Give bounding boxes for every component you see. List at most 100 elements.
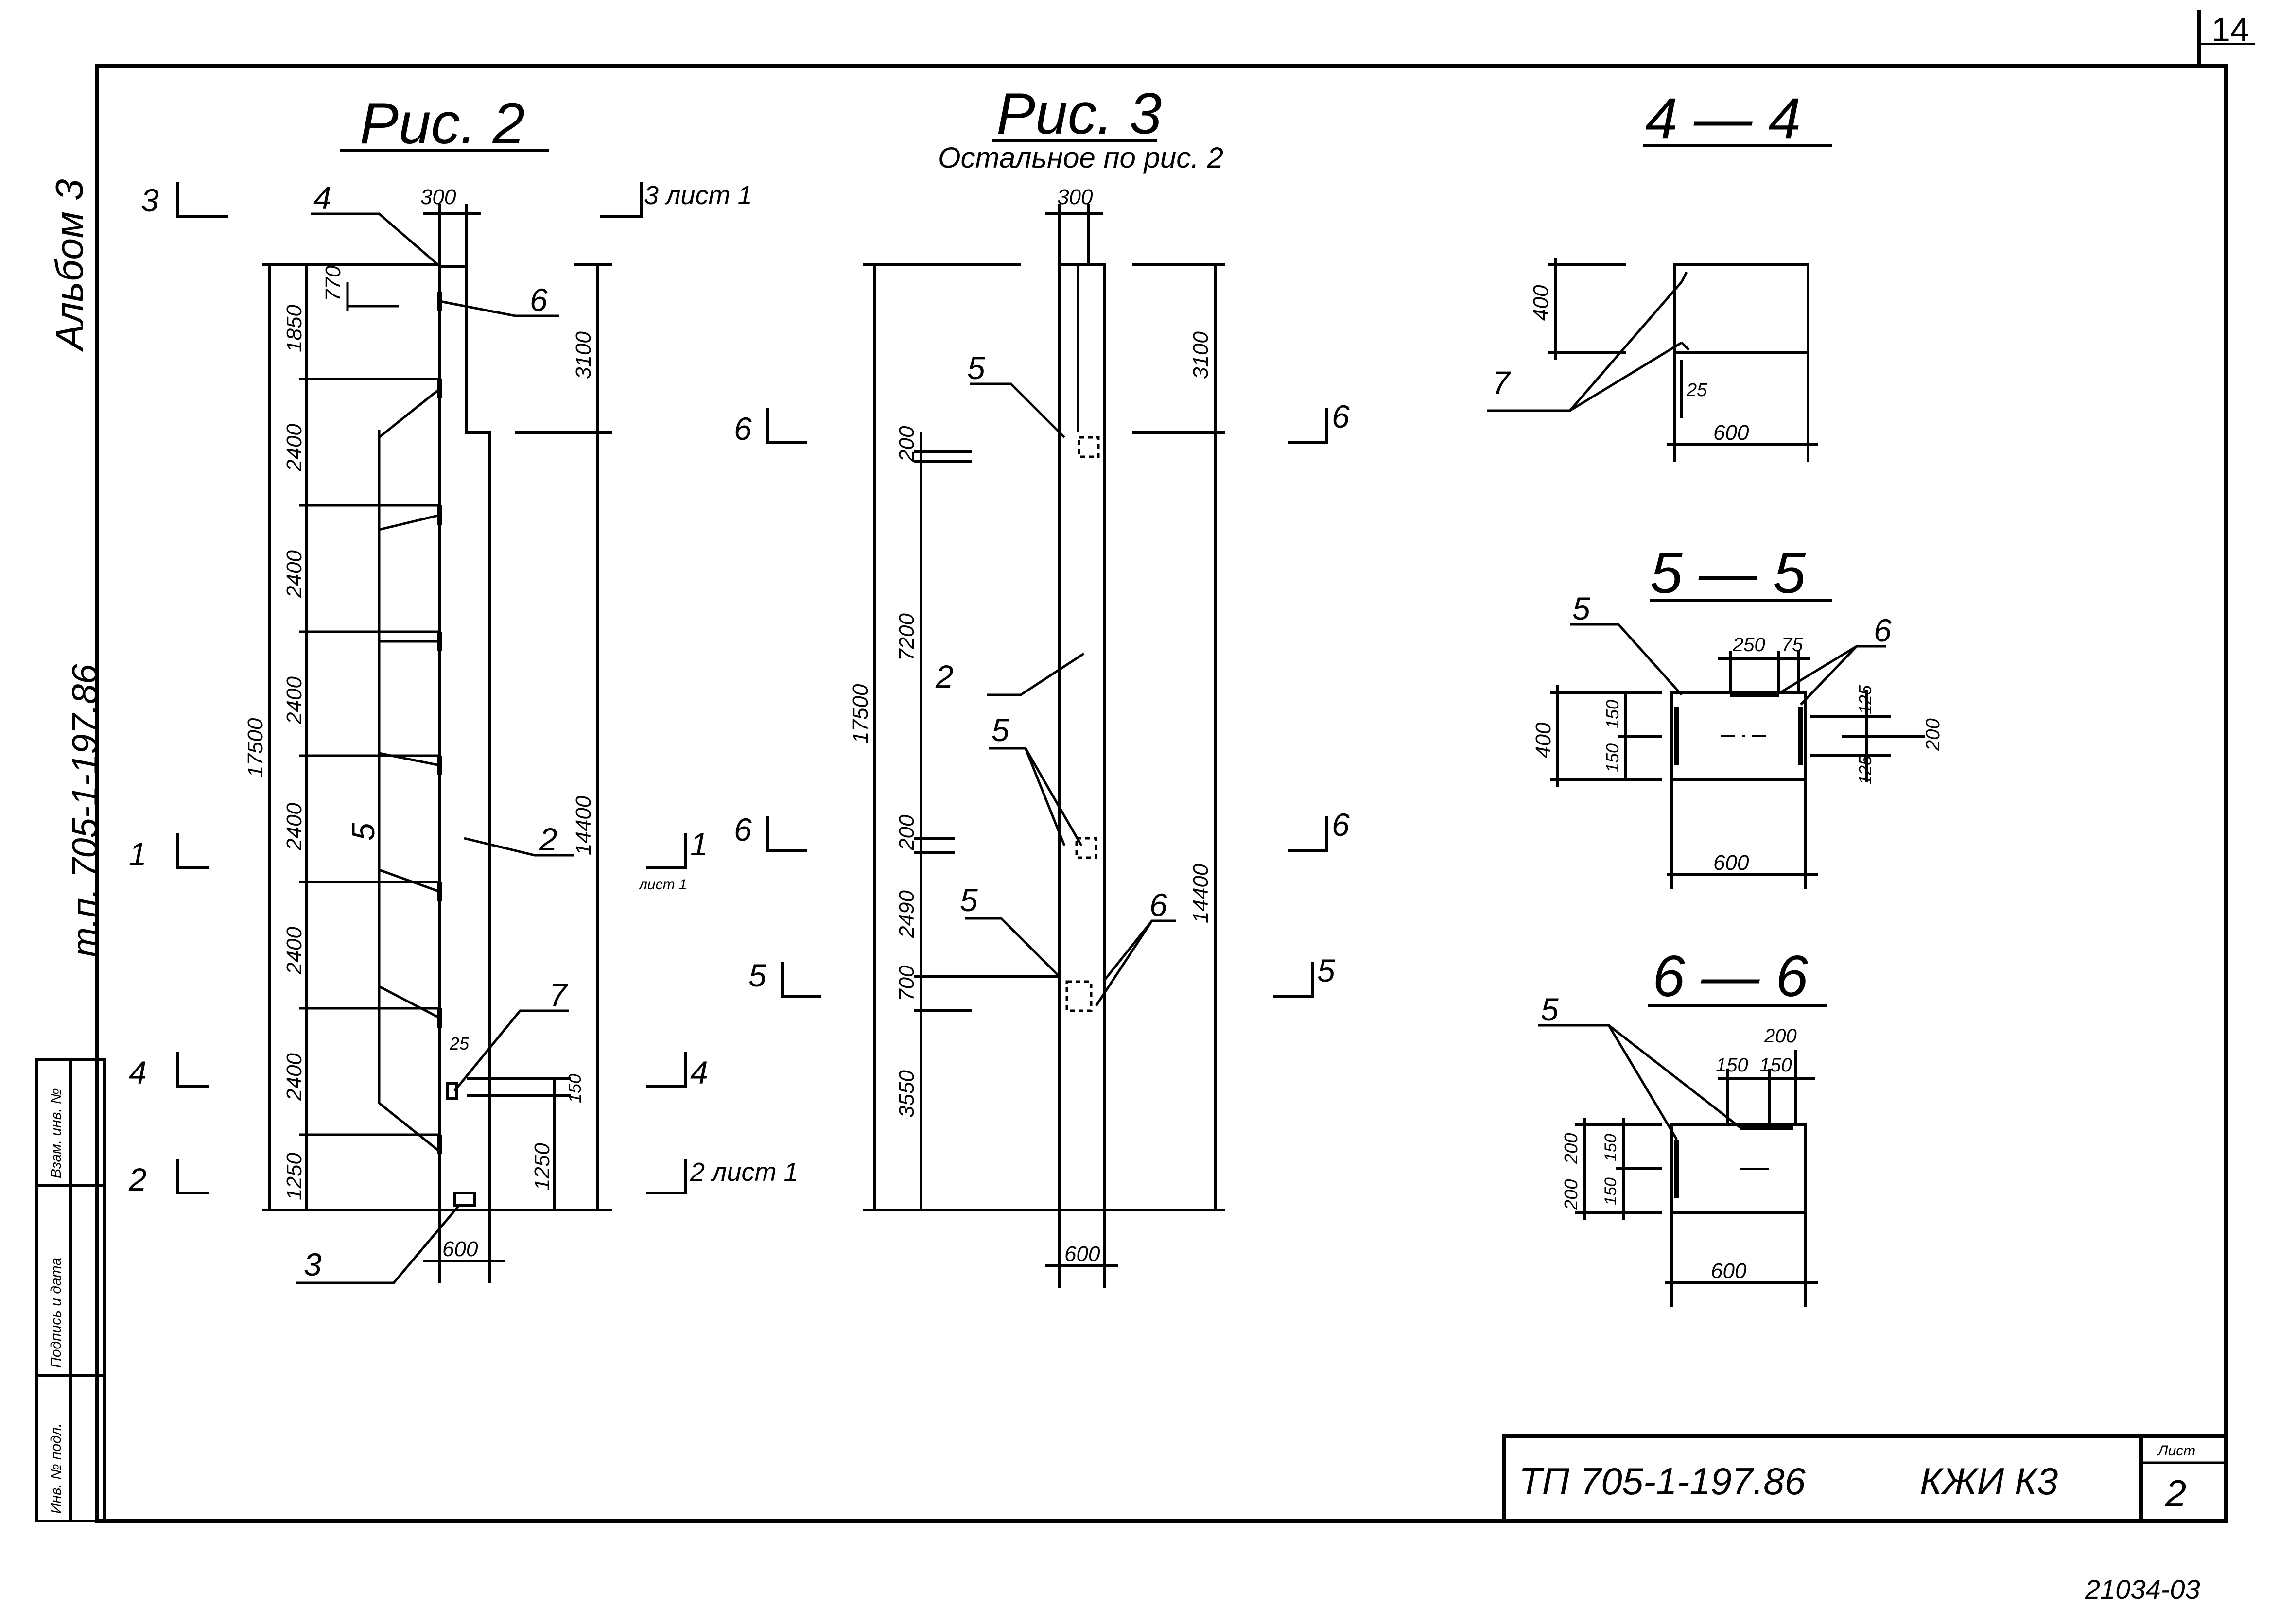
- sec55-drawing: [1550, 599, 1925, 889]
- fig2-dim-25: 25: [449, 1034, 470, 1054]
- fig3-cut6b-right: 6: [1332, 807, 1350, 843]
- fig2-callout-2: 2: [539, 821, 557, 857]
- fig3-spacing-5: 700: [895, 965, 919, 1001]
- sec44-dim-h: 400: [1529, 285, 1553, 321]
- sec66-dim-200b: 200: [1561, 1179, 1582, 1210]
- fig3-callout-5c: 5: [960, 882, 978, 918]
- title-block-sheet: 2: [2165, 1472, 2186, 1515]
- fig2-dim-150: 150: [565, 1074, 585, 1103]
- fig2-spacing-1: 1850: [282, 305, 306, 352]
- fig2-cut4-left: 4: [129, 1054, 147, 1090]
- sec66-drawing: [1538, 1004, 1827, 1307]
- fig2-spacing-8: 1250: [282, 1153, 306, 1200]
- fig2-callout-4: 4: [313, 180, 331, 216]
- fig2-drawing: [176, 149, 687, 1284]
- fig2-spacing-3: 2400: [282, 550, 306, 598]
- fig2-callout-3: 3: [304, 1246, 322, 1282]
- series-side-label: т.п. 705-1-197.86: [65, 664, 105, 957]
- fig2-cut1-left: 1: [129, 836, 147, 872]
- footer-code: 21034-03: [2085, 1574, 2200, 1605]
- sec66-title: 6 — 6: [1653, 944, 1808, 1009]
- fig2-callout-7: 7: [549, 977, 568, 1013]
- fig2-leaders: [296, 212, 574, 1284]
- fig2-dim-total: 17500: [244, 718, 267, 777]
- sec44-title: 4 — 4: [1645, 86, 1801, 151]
- fig2-cut-marks: [176, 182, 687, 1194]
- fig2-spacing-2: 2400: [282, 424, 306, 472]
- sec55-dim-125b: 125: [1855, 755, 1875, 785]
- fig3-callout-2: 2: [935, 658, 954, 694]
- stamp-inv: Инв. № подл.: [48, 1423, 64, 1514]
- fig3-cut6a-left: 6: [734, 411, 752, 447]
- fig2-dim-upper: 3100: [572, 331, 595, 379]
- sec66-dim-150c: 150: [1601, 1134, 1620, 1161]
- fig3-dim-lower: 14400: [1189, 864, 1213, 923]
- sec55-dim-250: 250: [1732, 634, 1765, 656]
- sec55-dim-150b: 150: [1602, 743, 1622, 773]
- fig3-cut5-left: 5: [748, 957, 766, 993]
- fig2-column-outline: [438, 265, 491, 1211]
- fig2-dim-bottom-width: 600: [442, 1237, 478, 1261]
- sec55-title: 5 — 5: [1650, 540, 1806, 605]
- sec55-dim-w: 600: [1713, 851, 1749, 875]
- fig2-cut2-left: 2: [128, 1161, 147, 1197]
- fig2-callout-5: 5: [345, 823, 381, 841]
- sec44-dim-25: 25: [1686, 380, 1707, 400]
- sec55-dim-125a: 125: [1855, 685, 1875, 714]
- album-label: Альбом 3: [48, 179, 91, 352]
- fig2-spacing-4: 2400: [282, 676, 306, 725]
- sec66-dim-200a: 200: [1561, 1133, 1582, 1164]
- sec66-dim-150d: 150: [1601, 1177, 1620, 1205]
- fig2-cut1-sheet: лист 1: [638, 877, 687, 893]
- sheet-box: [2139, 1434, 2228, 1523]
- title-block-sheet-label: Лист: [2157, 1443, 2195, 1459]
- title-block-code: ТП 705-1-197.86: [1519, 1460, 1806, 1503]
- fig3-column-outline: [1058, 263, 1106, 1211]
- sec55-dim-150a: 150: [1602, 700, 1622, 729]
- fig3-sockets: [1065, 436, 1100, 1012]
- fig3-title: Рис. 3: [996, 81, 1162, 146]
- fig3-cut-marks: [766, 408, 1328, 998]
- sec66-callout-5: 5: [1541, 991, 1559, 1027]
- sec44-callout-7: 7: [1492, 364, 1511, 400]
- fig3-dim-bottom-width: 600: [1064, 1242, 1100, 1266]
- fig2-spacing-7: 2400: [282, 1053, 306, 1101]
- fig2-dim-770: 770: [321, 265, 345, 301]
- fig3-spacing-1: 200: [895, 426, 919, 462]
- fig3-cut6a-right: 6: [1332, 398, 1350, 434]
- fig2-cut3-right: 3 лист 1: [644, 181, 752, 210]
- fig3-spacing-3: 200: [895, 814, 919, 851]
- title-block: [1502, 1434, 2228, 1523]
- sec55-callout-5: 5: [1572, 590, 1590, 626]
- sec66-dim-200top: 200: [1764, 1025, 1797, 1047]
- fig3-cut6b-left: 6: [734, 812, 752, 847]
- fig3-callout-6: 6: [1149, 887, 1167, 923]
- sec55-dim-75: 75: [1781, 634, 1803, 656]
- fig2-plate-7: [446, 1082, 458, 1100]
- fig2-dim-top-width: 300: [420, 185, 456, 209]
- sec55-dim-h: 400: [1531, 722, 1555, 758]
- sec55-callout-6: 6: [1874, 612, 1892, 648]
- sec66-dim-150b: 150: [1759, 1054, 1792, 1076]
- fig2-cut4-right: 4: [690, 1054, 708, 1090]
- fig2-callout-6: 6: [530, 282, 548, 318]
- fig3-leaders: [965, 382, 1176, 1007]
- stamp-sign: Подпись и дата: [48, 1258, 64, 1368]
- fig3-cut5-right: 5: [1317, 952, 1335, 988]
- stamp-replace: Взам. инв. №: [48, 1088, 64, 1178]
- sec44-drawing: [1487, 144, 1832, 462]
- fig2-spacing-5: 2400: [282, 803, 306, 851]
- fig3-spacing-4: 2490: [895, 890, 919, 938]
- sec66-dim-w: 600: [1711, 1259, 1747, 1283]
- fig2-cut1-right: 1: [690, 826, 708, 862]
- fig3-subtitle: Остальное по рис. 2: [938, 141, 1223, 174]
- sec44-rect: [1673, 263, 1809, 354]
- page-number: 14: [2211, 11, 2249, 49]
- sec55-rect: [1670, 691, 1807, 781]
- fig3-spacing-6: 3550: [895, 1070, 919, 1118]
- fig3-dim-total: 17500: [849, 684, 872, 743]
- fig3-callout-5b: 5: [992, 712, 1009, 748]
- title-block-mark: КЖИ К3: [1920, 1460, 2058, 1503]
- fig3-spacing-2: 7200: [895, 613, 919, 661]
